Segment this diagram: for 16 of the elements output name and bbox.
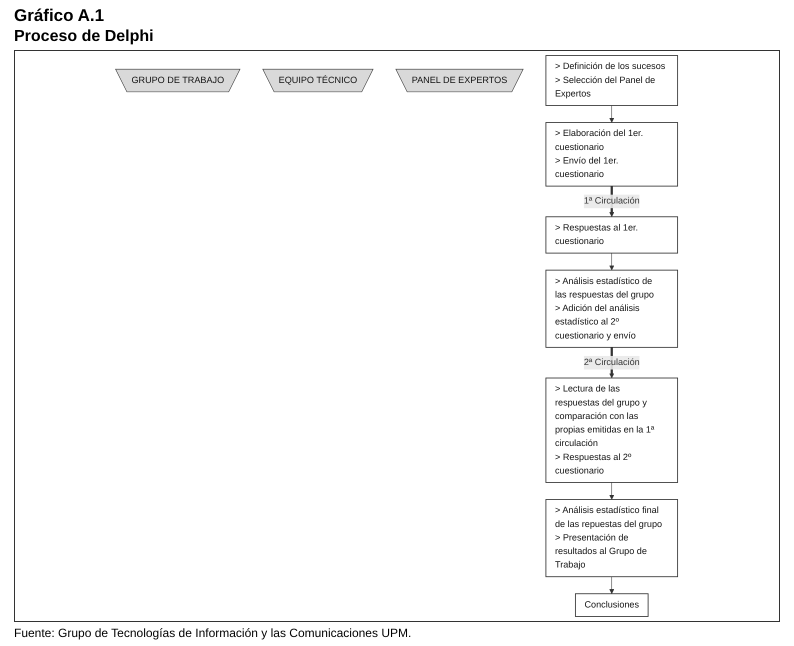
figure-title: Gráfico A.1 bbox=[14, 6, 106, 26]
figure-subtitle: Proceso de Delphi bbox=[14, 28, 155, 46]
node-box: > Análisis estadístico de las respuestas del grupo > Adición del análisis estadístico al 2º cuestionario y envío bbox=[546, 270, 678, 348]
arrow bbox=[610, 252, 615, 270]
arrow bbox=[610, 576, 615, 594]
node-box: > Lectura de las respuestas del grupo y comparación con las propias emitidas en la 1ª circulación > Respuestas al 2º cuestionario bbox=[546, 378, 678, 483]
node-box: > Elaboración del 1er. cuestionario > Envío del 1er. cuestionario bbox=[546, 122, 678, 187]
node-box: > Definición de los sucesos > Selección del Panel de Expertos bbox=[546, 55, 678, 106]
node-box: > Análisis estadístico final de las repuestas del grupo > Presentación de resultados al Grupo de Trabajo bbox=[546, 499, 678, 578]
node-box: Conclusiones bbox=[575, 593, 649, 617]
node-box: > Respuestas al 1er. cuestionario bbox=[546, 216, 678, 254]
arrow bbox=[610, 105, 615, 123]
edge-label: 1ª Circulación bbox=[584, 196, 640, 206]
edge-label: 2ª Circulación bbox=[584, 358, 640, 368]
source-note: Fuente: Grupo de Tecnologías de Información y las Comunicaciones UPM. bbox=[14, 626, 412, 640]
arrow bbox=[610, 482, 615, 500]
